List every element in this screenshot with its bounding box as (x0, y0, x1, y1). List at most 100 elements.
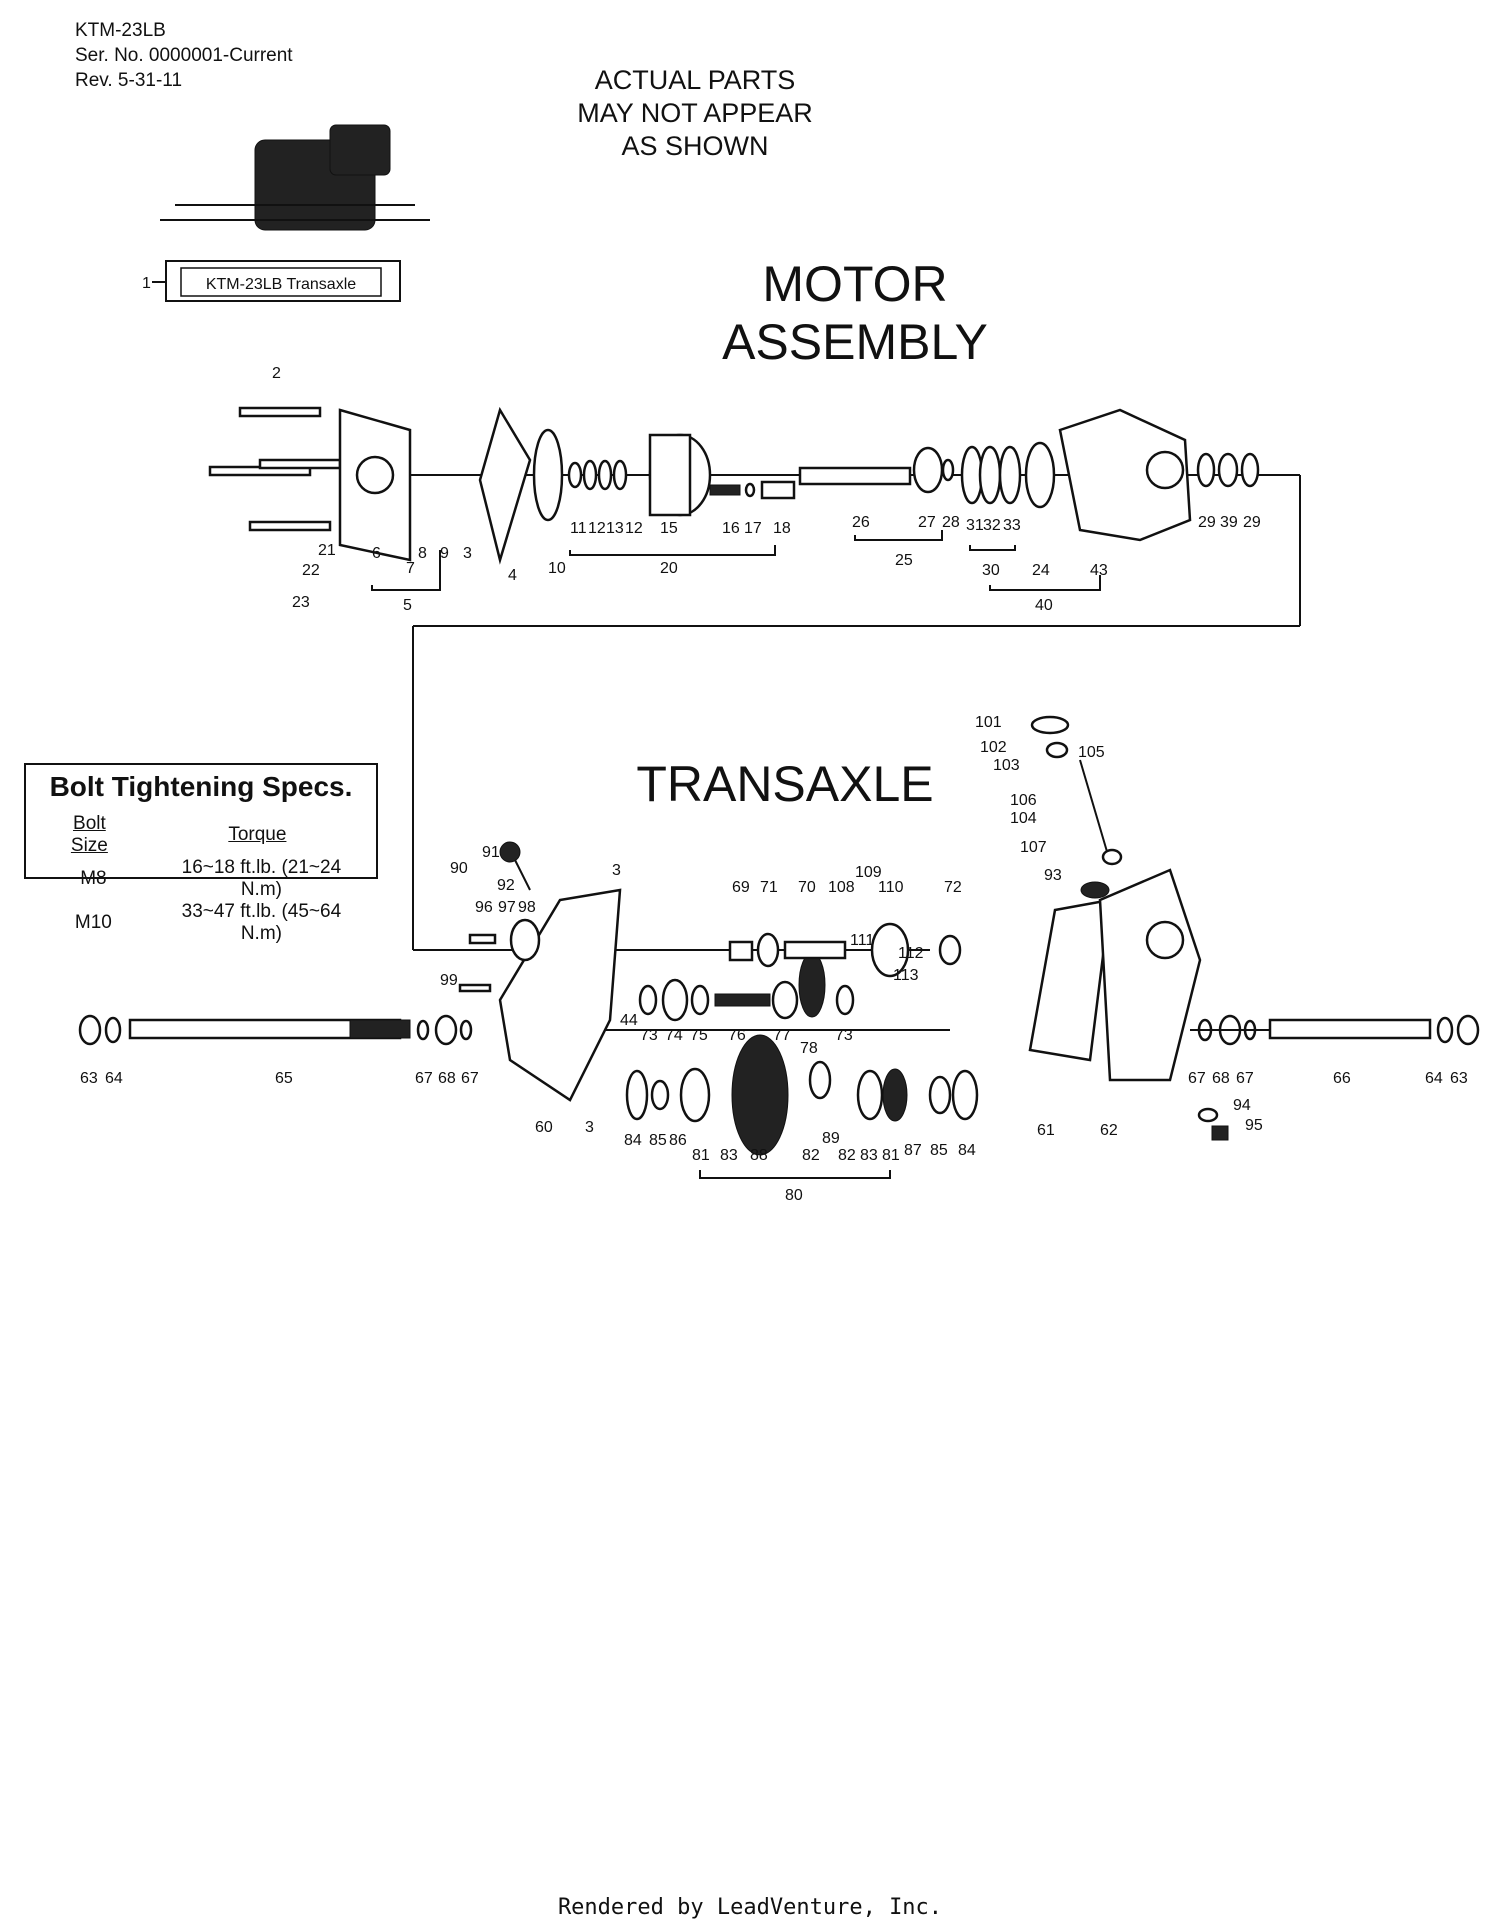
callout-label: 3 (612, 862, 621, 879)
callout-label: 33 (1003, 517, 1021, 534)
callout-label: 103 (993, 757, 1020, 774)
callout-label: 30 (982, 562, 1000, 579)
transaxle-thumbnail (160, 124, 430, 231)
callout-label: 99 (440, 972, 458, 989)
callout-label: 23 (292, 594, 310, 611)
callout-label: 82 (802, 1147, 820, 1164)
callout-label: 94 (1233, 1097, 1251, 1114)
bolt-size-header: Bolt Size (70, 813, 108, 856)
transaxle-parts (78, 715, 1480, 1179)
callout-label: 96 (475, 899, 493, 916)
callout-label: 24 (1032, 562, 1050, 579)
callout-label: 82 (838, 1147, 856, 1164)
callout-label: 81 (882, 1147, 900, 1164)
callout-label: 97 (498, 899, 516, 916)
callout-label: 61 (1037, 1122, 1055, 1139)
callout-label: 113 (893, 967, 919, 984)
callout-label: 63 (1450, 1070, 1468, 1087)
transaxle-title-text: TRANSAXLE (636, 756, 934, 812)
callout-label: 10 (548, 560, 566, 577)
callout-label: 5 (403, 597, 412, 614)
callout-label: 98 (518, 899, 536, 916)
callout-label: 21 (318, 542, 336, 559)
callout-label: 69 (732, 879, 750, 896)
motor-assembly-parts (208, 406, 1301, 951)
callout-label: 64 (105, 1070, 123, 1087)
callout-label: 73 (835, 1027, 853, 1044)
callout-label: 92 (497, 877, 515, 894)
callout-label: 86 (669, 1132, 687, 1149)
callout-label: 43 (1090, 562, 1108, 579)
callout-label: 70 (798, 879, 816, 896)
callout-label: 90 (450, 860, 468, 877)
revision-label: Rev. 5-31-11 (75, 70, 183, 91)
motor-title-line: MOTOR (762, 256, 948, 312)
callout-label: 64 (1425, 1070, 1443, 1087)
callout-label: 71 (760, 879, 778, 896)
callout-label: 77 (773, 1027, 791, 1044)
callout-label: 22 (302, 562, 320, 579)
notice-block: ACTUAL PARTS MAY NOT APPEAR AS SHOWN (555, 64, 835, 163)
transaxle-title: TRANSAXLE (620, 755, 950, 813)
callout-label: 25 (895, 552, 913, 569)
callout-label: 67 (415, 1070, 433, 1087)
callout-label: 95 (1245, 1117, 1263, 1134)
callout-label: 8 (418, 545, 427, 562)
callout-label: 84 (958, 1142, 976, 1159)
callout-label: 65 (275, 1070, 293, 1087)
callout-label: 72 (944, 879, 962, 896)
callout-label: 4 (508, 567, 517, 584)
callout-label: 31 (966, 517, 984, 534)
callout-label: 67 (1188, 1070, 1206, 1087)
callout-labels: 2 21 22 23 6 7 8 9 3 5 4 10 11 12 13 12 … (80, 365, 1468, 1204)
callout-label: 3 (463, 545, 472, 562)
assembly-label-text: KTM-23LB Transaxle (206, 276, 356, 293)
bolt-specs-title: Bolt Tightening Specs. (49, 771, 353, 802)
callout-label: 39 (1220, 514, 1238, 531)
callout-label: 78 (800, 1040, 818, 1057)
callout-label: 68 (438, 1070, 456, 1087)
callout-label: 6 (372, 545, 381, 562)
callout-label: 85 (649, 1132, 667, 1149)
callout-label: 75 (690, 1027, 708, 1044)
callout-label: 105 (1078, 744, 1105, 761)
callout-label: 40 (1035, 597, 1053, 614)
notice-line: AS SHOWN (621, 131, 769, 161)
callout-label: 89 (822, 1130, 840, 1147)
callout-label: 67 (461, 1070, 479, 1087)
callout-label: 66 (1333, 1070, 1351, 1087)
notice-line: MAY NOT APPEAR (577, 98, 813, 128)
callout-label: 112 (898, 945, 924, 962)
callout-label: 107 (1020, 839, 1047, 856)
callout-label: 17 (744, 520, 762, 537)
callout-label: 29 (1243, 514, 1261, 531)
callout-label: 104 (1010, 810, 1037, 827)
callout-label: 101 (975, 714, 1002, 731)
callout-label: 62 (1100, 1122, 1118, 1139)
callout-label: 13 (606, 520, 624, 537)
callout-label: 67 (1236, 1070, 1254, 1087)
header-block: KTM-23LB Ser. No. 0000001-Current Rev. 5… (75, 18, 293, 93)
callout-label: 80 (785, 1187, 803, 1204)
serial-label: Ser. No. 0000001-Current (75, 45, 293, 66)
callout-label: 60 (535, 1119, 553, 1136)
footer-credit: Rendered by LeadVenture, Inc. (557, 1895, 943, 1920)
callout-label: 12 (625, 520, 643, 537)
callout-label: 93 (1044, 867, 1062, 884)
callout-label: 110 (878, 879, 904, 896)
callout-label: 74 (665, 1027, 683, 1044)
callout-label: 15 (660, 520, 678, 537)
callout-label: 32 (983, 517, 1001, 534)
motor-title-line: ASSEMBLY (722, 314, 988, 370)
callout-label: 63 (80, 1070, 98, 1087)
callout-label: 7 (406, 560, 415, 577)
bolt-size-cell: M10 (74, 912, 112, 933)
assembly-label-box: KTM-23LB Transaxle 1 (142, 260, 401, 302)
callout-label: 83 (860, 1147, 878, 1164)
callout-label: 26 (852, 514, 870, 531)
callout-label: 16 (722, 520, 740, 537)
callout-label: 91 (482, 844, 500, 861)
callout-label: 88 (750, 1147, 768, 1164)
callout-label: 84 (624, 1132, 642, 1149)
torque-cell: 33~47 ft.lb. (45~64 N.m) (181, 901, 342, 944)
